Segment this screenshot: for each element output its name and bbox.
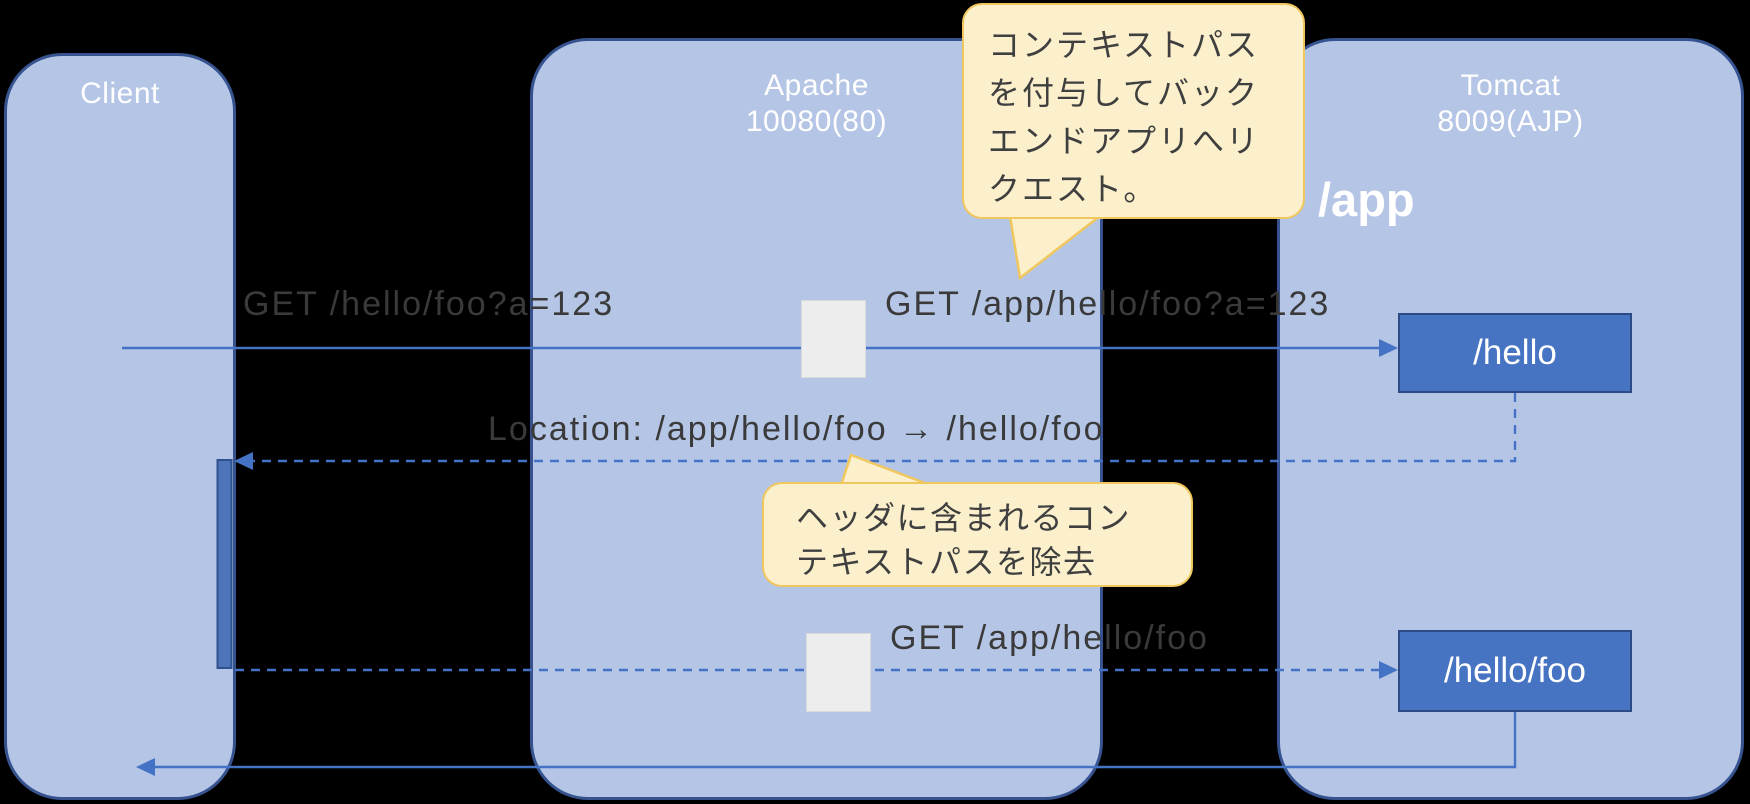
client-title: Client xyxy=(80,77,160,110)
hello-node: /hello xyxy=(1398,313,1632,393)
callout-remove-context-path: ヘッダに含まれるコンテキストパスを除去 xyxy=(762,482,1193,587)
msg-second-request: GET /app/hello/foo xyxy=(890,619,1209,657)
tomcat-title-line2: 8009(AJP) xyxy=(1437,105,1584,138)
request-arrow-client-to-tomcat xyxy=(122,339,1398,357)
apache-title-line2: 10080(80) xyxy=(745,105,888,138)
msg-location-rewrite: Location: /app/hello/foo → /hello/foo xyxy=(488,410,1105,448)
tomcat-panel xyxy=(1277,38,1744,800)
client-activation-bar xyxy=(216,459,233,669)
apache-processing-box-1 xyxy=(801,300,866,378)
callout-add-context-path: コンテキストパスを付与してバックエンドアプリへリクエスト。 xyxy=(962,3,1305,219)
client-panel xyxy=(4,53,236,800)
hello-foo-node: /hello/foo xyxy=(1398,630,1632,712)
tomcat-title-line1: Tomcat xyxy=(1460,69,1561,102)
apache-processing-box-2 xyxy=(806,633,871,712)
tomcat-title: Tomcat 8009(AJP) xyxy=(1277,68,1744,140)
apache-title-line1: Apache xyxy=(764,69,869,102)
final-response-arrow xyxy=(136,712,1517,776)
msg-proxied-request: GET /app/hello/foo?a=123 xyxy=(885,285,1331,323)
msg-client-request: GET /hello/foo?a=123 xyxy=(243,285,615,323)
callout-tail-top xyxy=(1008,214,1104,281)
second-request-arrow xyxy=(235,661,1398,679)
redirect-response-arrow xyxy=(234,393,1517,470)
apache-title: Apache 10080(80) xyxy=(530,68,1103,140)
tomcat-context-path-label: /app xyxy=(1318,173,1415,226)
